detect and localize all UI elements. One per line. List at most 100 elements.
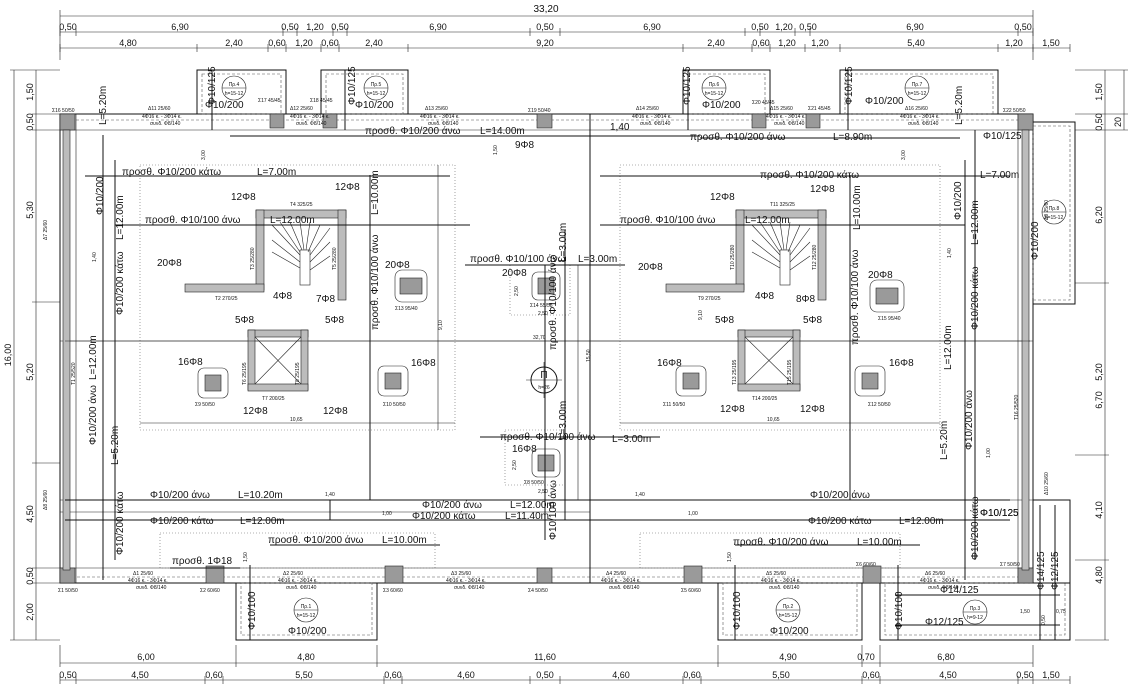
- cantilever-marker: Πρ.7 h=15-12: [904, 75, 930, 101]
- dim-label: 0,50: [751, 22, 769, 32]
- wall-t13: [737, 329, 746, 391]
- rebar-count: 5Φ8: [235, 315, 255, 326]
- dim-label: 2,00: [25, 603, 35, 621]
- dim-label: 1,20: [1005, 38, 1023, 48]
- rebar-length: L=12.00m: [88, 335, 99, 380]
- column-label: Σ10 50/50: [383, 402, 406, 408]
- rebar-label: Φ10/200 κάτω: [969, 266, 981, 330]
- dim-label: 1,20: [306, 22, 324, 32]
- rebar-label: Φ10/125: [844, 66, 855, 105]
- cantilever-label: Πρ.5: [371, 82, 382, 88]
- beam-rebar-note: 4Φ16 κ. - 3Φ14 κ.: [761, 578, 801, 584]
- dim-label: 5,50: [295, 670, 313, 680]
- rebar-count: 12Φ8: [231, 192, 256, 203]
- wall-label: Τ4 325/25: [290, 202, 313, 208]
- dim-label: 4,60: [612, 670, 630, 680]
- rebar-label: Φ10/200: [702, 100, 741, 111]
- cantilever-label: Πρ.4: [229, 82, 240, 88]
- column-s10: [384, 372, 402, 390]
- rebar-count: 20Φ8: [502, 268, 527, 279]
- beam-label: Δ14 25/60: [636, 106, 659, 112]
- dim-label: 0,50: [536, 22, 554, 32]
- dim-label: 9,10: [698, 310, 704, 320]
- rebar-length: L=7.00m: [257, 167, 296, 178]
- wall-t5: [337, 209, 347, 301]
- rebar-label: Φ10/200: [1030, 221, 1041, 260]
- wall-label: Τ13 25/195: [732, 359, 738, 385]
- dim-label: 1,40: [947, 248, 953, 258]
- dim-label: 5,20: [1094, 363, 1104, 381]
- rebar-length: L=5.20m: [939, 421, 950, 460]
- rebar-annotations: προσθ. Φ10/200 άνω L=14.00m προσθ. Φ10/2…: [87, 66, 1066, 637]
- dim-label: 4,50: [25, 505, 35, 523]
- dim-label: 1,20: [778, 38, 796, 48]
- dimension-top-row-1: 0,50 6,90 0,50 1,20 0,50 6,90 0,50 6,90 …: [59, 22, 1034, 36]
- rebar-label: Φ10/125: [980, 508, 1019, 519]
- wall-t7: [247, 383, 309, 392]
- dim-label: 2,40: [225, 38, 243, 48]
- rebar-count: 5Φ8: [715, 315, 735, 326]
- rebar-length: L=11.40m: [505, 511, 549, 522]
- wall-label: Τ3 25/280: [250, 247, 256, 270]
- rebar-label: Φ10/200 άνω: [422, 499, 482, 511]
- rebar-count: 12Φ8: [243, 406, 268, 417]
- rebar-label: Φ10/200 κάτω: [969, 496, 981, 560]
- dim-label: 0,60: [683, 670, 701, 680]
- rebar-label: προσθ. 1Φ18: [172, 556, 233, 567]
- slab-marker: Π h=26: [526, 362, 562, 398]
- dim-label: 0,50: [1094, 113, 1104, 131]
- rebar-label: Φ10/200 άνω: [150, 489, 210, 501]
- column-label: Σ14 55/55: [530, 303, 553, 309]
- wall-t14: [737, 383, 801, 392]
- wall-t13-top: [737, 329, 801, 338]
- cantilever-marker: Πρ.2 h=15-12: [775, 597, 801, 623]
- rebar-label: Φ10/125: [347, 66, 358, 105]
- rebar-count: 12Φ8: [800, 404, 825, 415]
- beam-stirrup-note: συνδ. Φ8/140: [136, 585, 167, 591]
- cantilever-thickness: h=9-12: [967, 615, 983, 621]
- beam-labels: Δ11 25/60 Δ12 25/60 Δ13 25/60 Δ14 25/60 …: [43, 106, 1050, 591]
- column-label: Σ16 50/50: [52, 108, 75, 114]
- dim-label: 1,40: [635, 492, 645, 498]
- cantilever-thickness: h=15-12: [297, 613, 316, 619]
- dim-label: 5,40: [907, 38, 925, 48]
- rebar-label: Φ10/200 άνω: [963, 390, 975, 450]
- rebar-length: L=10.00m: [382, 535, 427, 546]
- rebar-count: 12Φ8: [720, 404, 745, 415]
- rebar-length: L=12.00m: [745, 215, 790, 226]
- rebar-label: Φ10/200 κάτω: [150, 515, 214, 527]
- column-s13: [399, 277, 423, 295]
- dim-label: 1,20: [811, 38, 829, 48]
- column-label: Σ19 50/40: [528, 108, 551, 114]
- rebar-label: Φ10/200: [770, 626, 809, 637]
- rebar-length: L=5.20m: [954, 86, 965, 125]
- dim-label: 1,00: [688, 511, 698, 517]
- rebar-length: L=3.00m: [558, 401, 569, 440]
- dim-label: 15,50: [586, 349, 592, 362]
- column-label: Σ4 50/50: [528, 588, 548, 594]
- beam-stirrup-note: συνδ. Φ8/140: [428, 121, 459, 127]
- dim-label: 1,50: [25, 83, 35, 101]
- shear-walls: [62, 129, 1030, 571]
- dim-label: 4,50: [131, 670, 149, 680]
- dim-label: 4,50: [939, 670, 957, 680]
- dim-label: 0,60: [321, 38, 339, 48]
- column-label: Σ21 45/45: [808, 106, 831, 112]
- rebar-label: Φ10/100: [732, 591, 743, 630]
- rebar-label: προσθ. Φ10/100 άνω: [620, 214, 716, 226]
- dim-label: 5,30: [25, 201, 35, 219]
- dim-label: 4,60: [457, 670, 475, 680]
- rebar-count: 16Φ8: [657, 358, 682, 369]
- dim-label: 0,60: [862, 670, 880, 680]
- column-s20: [751, 113, 767, 129]
- rebar-count: 5Φ8: [803, 315, 823, 326]
- column-label: Σ6 60/60: [856, 562, 876, 568]
- dim-label: 6,00: [137, 652, 155, 662]
- dim-label: 6,90: [906, 22, 924, 32]
- beam-rebar-note: 4Φ16 κ. - 3Φ14 κ.: [446, 578, 486, 584]
- rebar-label: Φ14/125: [1036, 551, 1047, 590]
- column-s18: [322, 113, 338, 129]
- column-label: Σ7 50/50: [1000, 562, 1020, 568]
- rebar-label: προσθ. Φ10/100 άνω: [547, 254, 559, 350]
- dim-label: 5,50: [772, 670, 790, 680]
